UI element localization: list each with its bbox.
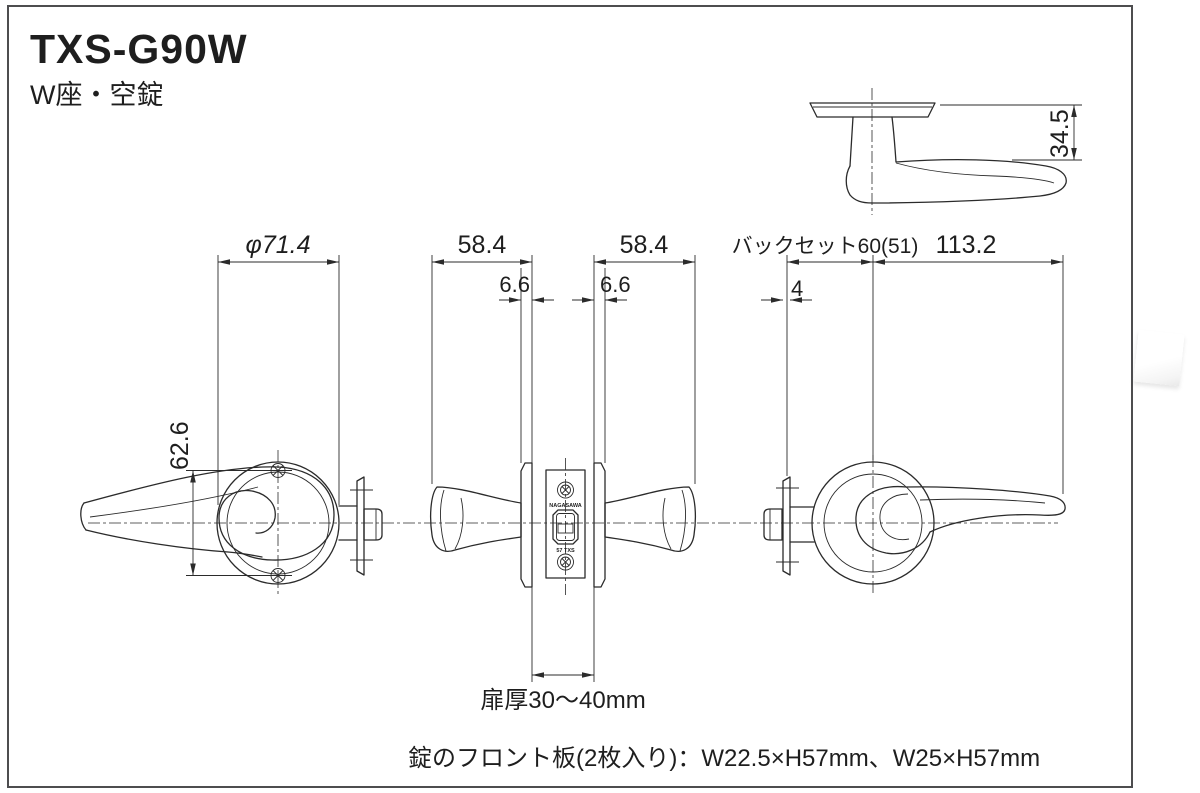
lever-edge-left (430, 486, 522, 552)
plate-screw-top (557, 481, 574, 499)
rose-plate-left-edge (520, 462, 533, 588)
dim-rose-diameter: φ71.4 (246, 231, 311, 259)
plate-model-text: 57 TXS (556, 548, 575, 554)
dim-screw-pitch: 62.6 (166, 421, 194, 470)
front-view-right (763, 455, 1066, 595)
dim-rose-thickness-left: 6.6 (499, 272, 530, 297)
dim-lever-length: 113.2 (936, 231, 997, 259)
dim-plate-thickness: 4 (791, 276, 803, 301)
page-title: TXS-G90W (30, 26, 248, 72)
plate-screw-bottom (557, 553, 574, 571)
front-plate-note: 錠のフロント板(2枚入り)：W22.5×H57mm、W25×H57mm (408, 745, 1040, 772)
lever-edge-right (604, 486, 696, 552)
dim-projection-left: 58.4 (458, 231, 507, 259)
front-view-left: 62.6 (80, 421, 383, 597)
drawing-border (7, 5, 1133, 788)
plate-brand-text: NAGASAWA (549, 503, 581, 509)
latch-front-plate: NAGASAWA 57 TXS (545, 458, 586, 595)
dim-projection-right: 58.4 (620, 231, 669, 259)
dimension-row: φ71.4 58.4 58.4 6.6 6.6 (217, 231, 1064, 505)
lever-front-right (855, 485, 1066, 555)
page-subtitle: W座・空錠 (30, 80, 163, 110)
dim-door-thickness: 扉厚30〜40mm (480, 687, 645, 714)
lever-front-left (83, 466, 335, 561)
top-view-lever: 34.5 (809, 88, 1082, 215)
dim-rose-thickness-right: 6.6 (600, 272, 631, 297)
dim-backset: バックセット60(51) (732, 235, 919, 258)
rose-plate-right-edge (593, 462, 606, 588)
latch-bolt (552, 509, 579, 545)
edge-view-center: NAGASAWA 57 TXS 扉厚30〜40mm (430, 458, 696, 714)
dim-lever-height: 34.5 (1046, 109, 1074, 158)
